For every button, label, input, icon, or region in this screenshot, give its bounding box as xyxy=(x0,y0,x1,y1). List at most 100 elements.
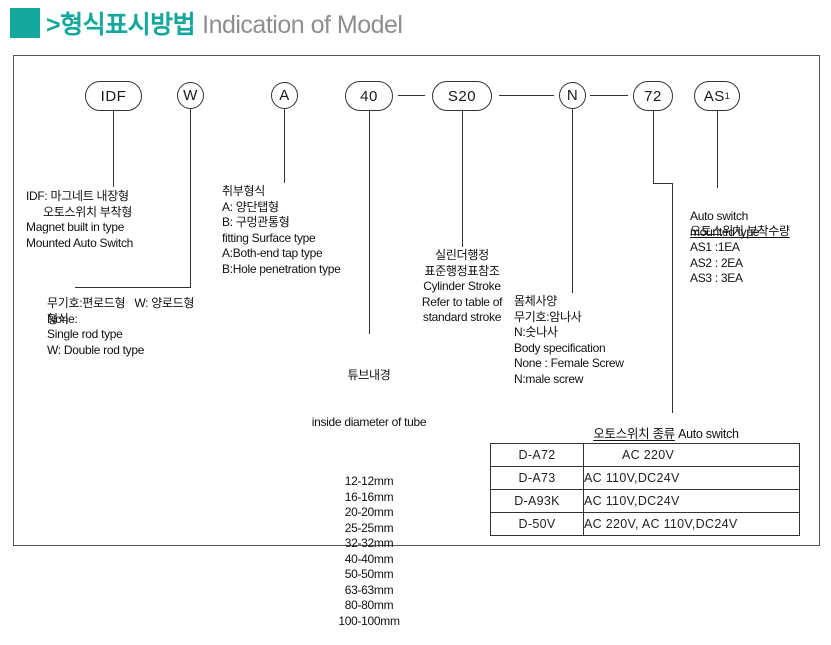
segment-label: N xyxy=(566,87,579,104)
auto-switch-table-title: 오토스위치 종류 Auto switch xyxy=(556,423,776,442)
annotation-line: mounted type xyxy=(690,224,760,239)
connector-bore-stroke xyxy=(398,95,425,96)
page-title-chevron: > xyxy=(46,11,61,39)
tube-size: 50-50mm xyxy=(344,567,394,581)
annotation-line: AS1 :1EA xyxy=(690,240,740,254)
model-segment-bore: 40 xyxy=(345,81,393,111)
leader-line-switch-type-lower xyxy=(672,183,673,413)
leader-line-rod-type xyxy=(190,108,191,288)
switch-model-cell: D-A93K xyxy=(490,489,584,513)
model-segment-rod-type: W xyxy=(177,82,204,109)
tube-size: 100-100mm xyxy=(338,613,400,628)
leader-line-bore xyxy=(369,111,370,334)
annotation-rod-type: 형식 xyxy=(47,281,69,343)
annotation-line: 실린더행정 xyxy=(435,248,489,262)
annotation-line: B:Hole penetration type xyxy=(222,261,341,276)
switch-voltage-cell: AC 220V xyxy=(583,443,800,467)
leader-line-stroke xyxy=(462,111,463,247)
segment-label: 72 xyxy=(644,87,662,105)
page-title-korean: 형식표시방법 xyxy=(60,11,196,39)
annotation-line: Mounted Auto Switch xyxy=(26,235,134,250)
segment-label: IDF xyxy=(100,87,127,105)
switch-voltage-cell: AC 110V,DC24V xyxy=(583,489,800,513)
segment-label-subscript: 1 xyxy=(724,90,731,101)
table-row: D-A73 AC 110V,DC24V xyxy=(490,466,800,490)
model-segment-switch-type: 72 xyxy=(633,81,673,111)
leader-line-idf xyxy=(113,111,114,187)
table-row: D-50V AC 220V, AC 110V,DC24V xyxy=(490,512,800,536)
auto-switch-table: D-A72 AC 220V D-A73 AC 110V,DC24V D-A93K… xyxy=(490,443,800,536)
segment-label: 40 xyxy=(360,87,378,105)
annotation-line: Refer to table of xyxy=(421,294,503,309)
tube-size: 80-80mm xyxy=(344,598,394,612)
tube-size: 63-63mm xyxy=(344,582,394,597)
tube-size: 20-20mm xyxy=(344,505,394,519)
connector-bodyspec-switchtype xyxy=(590,95,628,96)
switch-model-cell: D-A73 xyxy=(490,466,584,490)
tube-size: 16-16mm xyxy=(344,489,394,504)
switch-voltage-cell: AC 220V, AC 110V,DC24V xyxy=(583,512,800,536)
annotation-line: fitting Surface type xyxy=(222,230,316,245)
header-accent-square xyxy=(10,8,40,38)
annotation-line: Auto switch xyxy=(690,209,749,223)
leader-line-body-spec xyxy=(572,108,573,293)
table-row: D-A72 AC 220V xyxy=(490,443,800,467)
annotation-title: 오토스위치 부착수량 xyxy=(690,224,790,238)
annotation-line: IDF: 마그네트 내장형 xyxy=(26,189,129,203)
annotation-line: Cylinder Stroke xyxy=(423,279,501,293)
annotation-line: 몸체사양 xyxy=(514,294,557,308)
annotation-line: 무기호:암나사 xyxy=(514,309,582,324)
switch-voltage-cell: AC 110V,DC24V xyxy=(583,466,800,490)
model-segment-idf: IDF xyxy=(85,81,142,111)
leader-line-switch-type-upper xyxy=(653,111,654,183)
switch-model-cell: D-50V xyxy=(490,512,584,536)
segment-label: W xyxy=(183,87,198,104)
annotation-line: A: 양단탭형 xyxy=(222,199,279,214)
annotation-line: 표준행정표참조 xyxy=(424,263,500,278)
annotation-line: 취부형식 xyxy=(222,184,265,198)
annotation-line: W: Double rod type xyxy=(47,342,145,357)
annotation-line: N:male screw xyxy=(514,371,584,386)
annotation-line: Magnet built in type xyxy=(26,220,125,234)
annotation-switch-qty: 오토스위치 부착수량 xyxy=(690,193,790,255)
tube-size: 32-32mm xyxy=(344,536,394,550)
page-title-english: Indication of Model xyxy=(202,11,403,39)
annotation-line: Body specification xyxy=(514,340,606,355)
annotation-title-korean: 튜브내경 xyxy=(347,368,391,382)
annotation-line: 무기호:편로드형 W: 양로드형 xyxy=(47,296,195,310)
leader-line-switch-qty xyxy=(717,111,718,188)
annotation-line: None : Female Screw xyxy=(514,356,624,370)
annotation-line: AS3 : 3EA xyxy=(690,271,743,285)
annotation-title-english: inside diameter of tube xyxy=(311,414,427,429)
connector-stroke-bodyspec xyxy=(499,95,554,96)
segment-label: S20 xyxy=(447,87,477,105)
table-title-korean: 오토스위치 종류 xyxy=(593,427,675,441)
model-segment-body-spec: N xyxy=(559,82,586,109)
tube-size: 40-40mm xyxy=(344,551,394,566)
model-segment-stroke: S20 xyxy=(432,81,492,111)
tube-size: 25-25mm xyxy=(344,520,394,535)
annotation-line: B: 구멍관통형 xyxy=(222,215,290,229)
annotation-line: 오토스위치 부착형 xyxy=(43,204,132,219)
segment-label: A xyxy=(279,87,290,104)
model-segment-mounting: A xyxy=(271,82,298,109)
annotation-line: AS2 : 2EA xyxy=(690,255,743,270)
annotation-title: 형식 xyxy=(47,312,69,326)
annotation-line: A:Both-end tap type xyxy=(222,246,323,260)
annotation-line: None: xyxy=(47,311,78,326)
tube-size: 12-12mm xyxy=(344,474,394,488)
annotation-line: standard stroke xyxy=(422,310,502,324)
table-row: D-A93K AC 110V,DC24V xyxy=(490,489,800,513)
leader-line-mounting xyxy=(284,109,285,183)
leader-line-rod-type-horizontal xyxy=(75,287,191,288)
